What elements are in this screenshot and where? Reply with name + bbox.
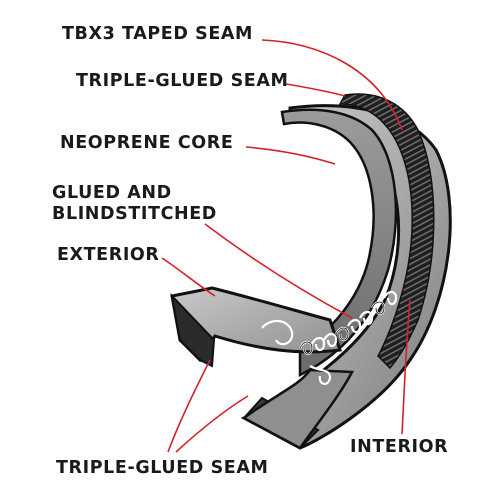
neoprene-core-panel xyxy=(280,108,398,378)
label-blindstitched: BLINDSTITCHED xyxy=(52,204,217,224)
leader-interior xyxy=(401,299,411,435)
leader-neoprene xyxy=(245,146,336,165)
leader-triple-glued-bottom-1 xyxy=(167,359,211,453)
label-triple-glued-seam-top: TRIPLE-GLUED SEAM xyxy=(76,71,289,91)
leader-triple-glued-bottom-2 xyxy=(175,395,249,453)
label-exterior: EXTERIOR xyxy=(57,245,160,265)
leader-exterior xyxy=(161,257,216,297)
leader-tbx3 xyxy=(261,39,403,131)
label-neoprene-core: NEOPRENE CORE xyxy=(60,133,234,153)
label-tbx3-taped-seam: TBX3 TAPED SEAM xyxy=(62,24,254,44)
tbx3-tape-band xyxy=(338,93,435,370)
exterior-panel-edge xyxy=(170,292,216,368)
leader-blindstitched xyxy=(204,223,353,319)
leader-lines xyxy=(161,39,411,453)
blindstitch-thread-outline xyxy=(299,301,385,355)
label-triple-glued-seam-bottom: TRIPLE-GLUED SEAM xyxy=(56,458,269,478)
label-glued-and: GLUED AND xyxy=(52,183,172,203)
leader-triple-glued-top xyxy=(285,83,346,97)
interior-lower-face xyxy=(241,368,355,450)
label-interior: INTERIOR xyxy=(350,437,449,457)
exterior-panel xyxy=(170,286,343,363)
